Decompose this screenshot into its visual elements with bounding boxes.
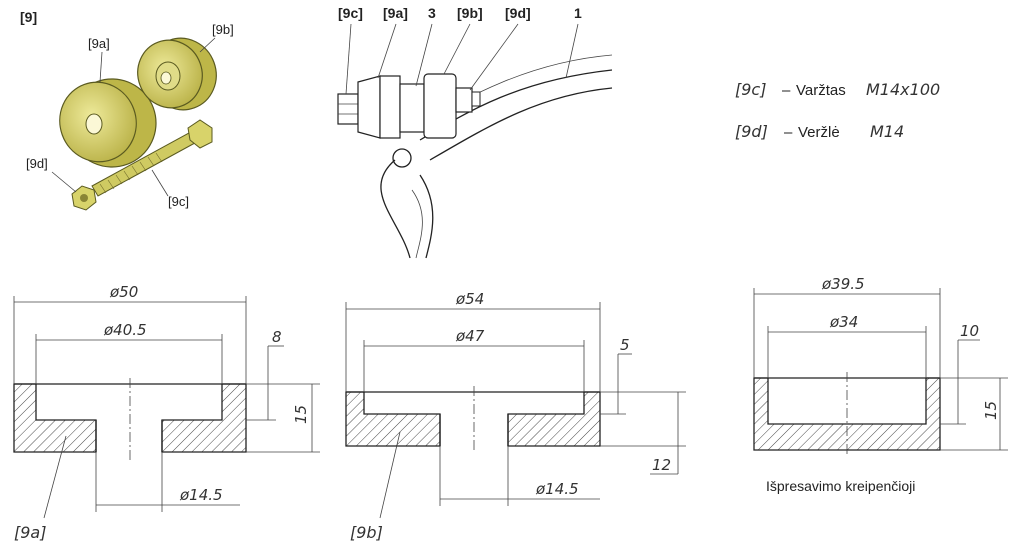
figure-tag: [9] — [20, 9, 37, 25]
legend-name-9d: Veržlė — [798, 124, 840, 141]
dim-9a-inner: ø40.5 — [103, 321, 147, 339]
dim-9a-depth: 8 — [272, 328, 282, 346]
legend-code-9c: [9c] — [735, 80, 766, 99]
drawing-9b: ø54 ø47 5 12 ø14.5 [9b] — [345, 290, 686, 542]
washer-9b — [137, 37, 217, 111]
dim-9b-height: 12 — [652, 456, 671, 474]
drawing-guide: ø39.5 ø34 10 15 Išpresavimo kreipenčioji — [753, 275, 1008, 494]
dim-9b-outer: ø54 — [455, 290, 484, 308]
legend-dash-9d: – — [784, 124, 793, 141]
legend-code-9d: [9d] — [735, 122, 768, 141]
label-9b: [9b] — [212, 22, 234, 37]
tag-9b: [9b] — [350, 523, 383, 542]
legend-name-9c: Varžtas — [796, 82, 846, 99]
dim-guide-height: 15 — [982, 401, 1000, 420]
assembly-sketch: [9c] [9a] 3 [9b] [9d] 1 — [337, 5, 613, 259]
label-9a: [9a] — [88, 36, 110, 51]
label-9d: [9d] — [26, 156, 48, 171]
assembly-label-9c: [9c] — [338, 5, 363, 21]
dim-9a-hole: ø14.5 — [179, 486, 223, 504]
assembly-label-3: 3 — [428, 5, 436, 21]
dim-9a-outer: ø50 — [109, 283, 138, 301]
label-9c: [9c] — [168, 194, 189, 209]
parts-illustration: [9] — [20, 9, 234, 211]
tag-9a: [9a] — [14, 523, 46, 542]
dim-9a-height: 15 — [292, 405, 310, 424]
guide-caption: Išpresavimo kreipenčioji — [766, 478, 915, 494]
dim-guide-depth: 10 — [960, 322, 979, 340]
legend-spec-9c: M14x100 — [866, 80, 940, 99]
drawing-9a: ø50 ø40.5 8 15 ø14.5 [9a] — [13, 283, 320, 542]
dim-guide-outer: ø39.5 — [821, 275, 865, 293]
nut-9d — [71, 185, 97, 211]
assembly-label-9a: [9a] — [383, 5, 408, 21]
dim-9b-depth: 5 — [620, 336, 630, 354]
dim-9b-hole: ø14.5 — [535, 480, 579, 498]
legend: [9c] – Varžtas M14x100 [9d] – Veržlė M14 — [735, 80, 940, 141]
dim-9b-inner: ø47 — [455, 327, 485, 345]
bolt-9c — [91, 119, 213, 197]
dim-guide-inner: ø34 — [829, 313, 858, 331]
washer-9a — [59, 78, 157, 168]
assembly-label-9d: [9d] — [505, 5, 531, 21]
legend-spec-9d: M14 — [870, 122, 904, 141]
assembly-label-1: 1 — [574, 5, 582, 21]
assembly-label-9b: [9b] — [457, 5, 483, 21]
legend-dash-9c: – — [782, 82, 791, 99]
